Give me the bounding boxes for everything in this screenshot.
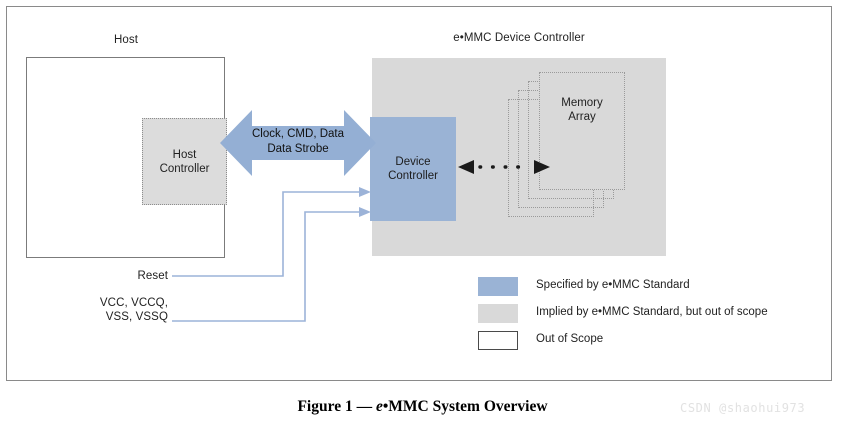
caption-rest: •MMC System Overview <box>382 398 548 415</box>
legend-swatch-blue <box>478 277 518 296</box>
legend-item-implied: Implied by e•MMC Standard, but out of sc… <box>478 302 828 329</box>
legend-label-out-of-scope: Out of Scope <box>536 333 604 345</box>
legend: Specified by e•MMC Standard Implied by e… <box>478 275 828 356</box>
device-controller-box: Device Controller <box>370 117 456 221</box>
memory-bus-dotted-arrow <box>458 160 550 174</box>
legend-item-specified: Specified by e•MMC Standard <box>478 275 828 302</box>
caption-prefix: Figure 1 — <box>297 398 376 415</box>
legend-label-specified: Specified by e•MMC Standard <box>536 279 690 291</box>
legend-label-implied: Implied by e•MMC Standard, but out of sc… <box>536 306 768 318</box>
device-title: e•MMC Device Controller <box>453 32 585 44</box>
legend-swatch-gray <box>478 304 518 323</box>
legend-item-out-of-scope: Out of Scope <box>478 329 828 356</box>
device-controller-label: Device Controller <box>388 156 438 182</box>
caption-italic-e: e <box>375 398 383 415</box>
host-controller-label: Host Controller <box>159 148 210 175</box>
bus-label: Clock, CMD, Data Data Strobe <box>251 128 345 155</box>
power-signal-label: VCC, VCCQ, VSS, VSSQ <box>99 297 168 323</box>
memory-array-label: Memory Array <box>561 97 603 123</box>
memory-array-sheet <box>539 72 625 190</box>
figure-caption: Figure 1 — e•MMC System Overview <box>0 398 845 416</box>
host-title: Host <box>113 34 139 46</box>
host-device-bus-arrow <box>220 110 376 176</box>
watermark: CSDN @shaohui973 <box>680 401 806 415</box>
host-controller-box: Host Controller <box>142 118 227 205</box>
reset-signal-label: Reset <box>137 270 168 282</box>
memory-array-stack: Memory Array <box>508 72 638 217</box>
legend-swatch-white <box>478 331 518 350</box>
